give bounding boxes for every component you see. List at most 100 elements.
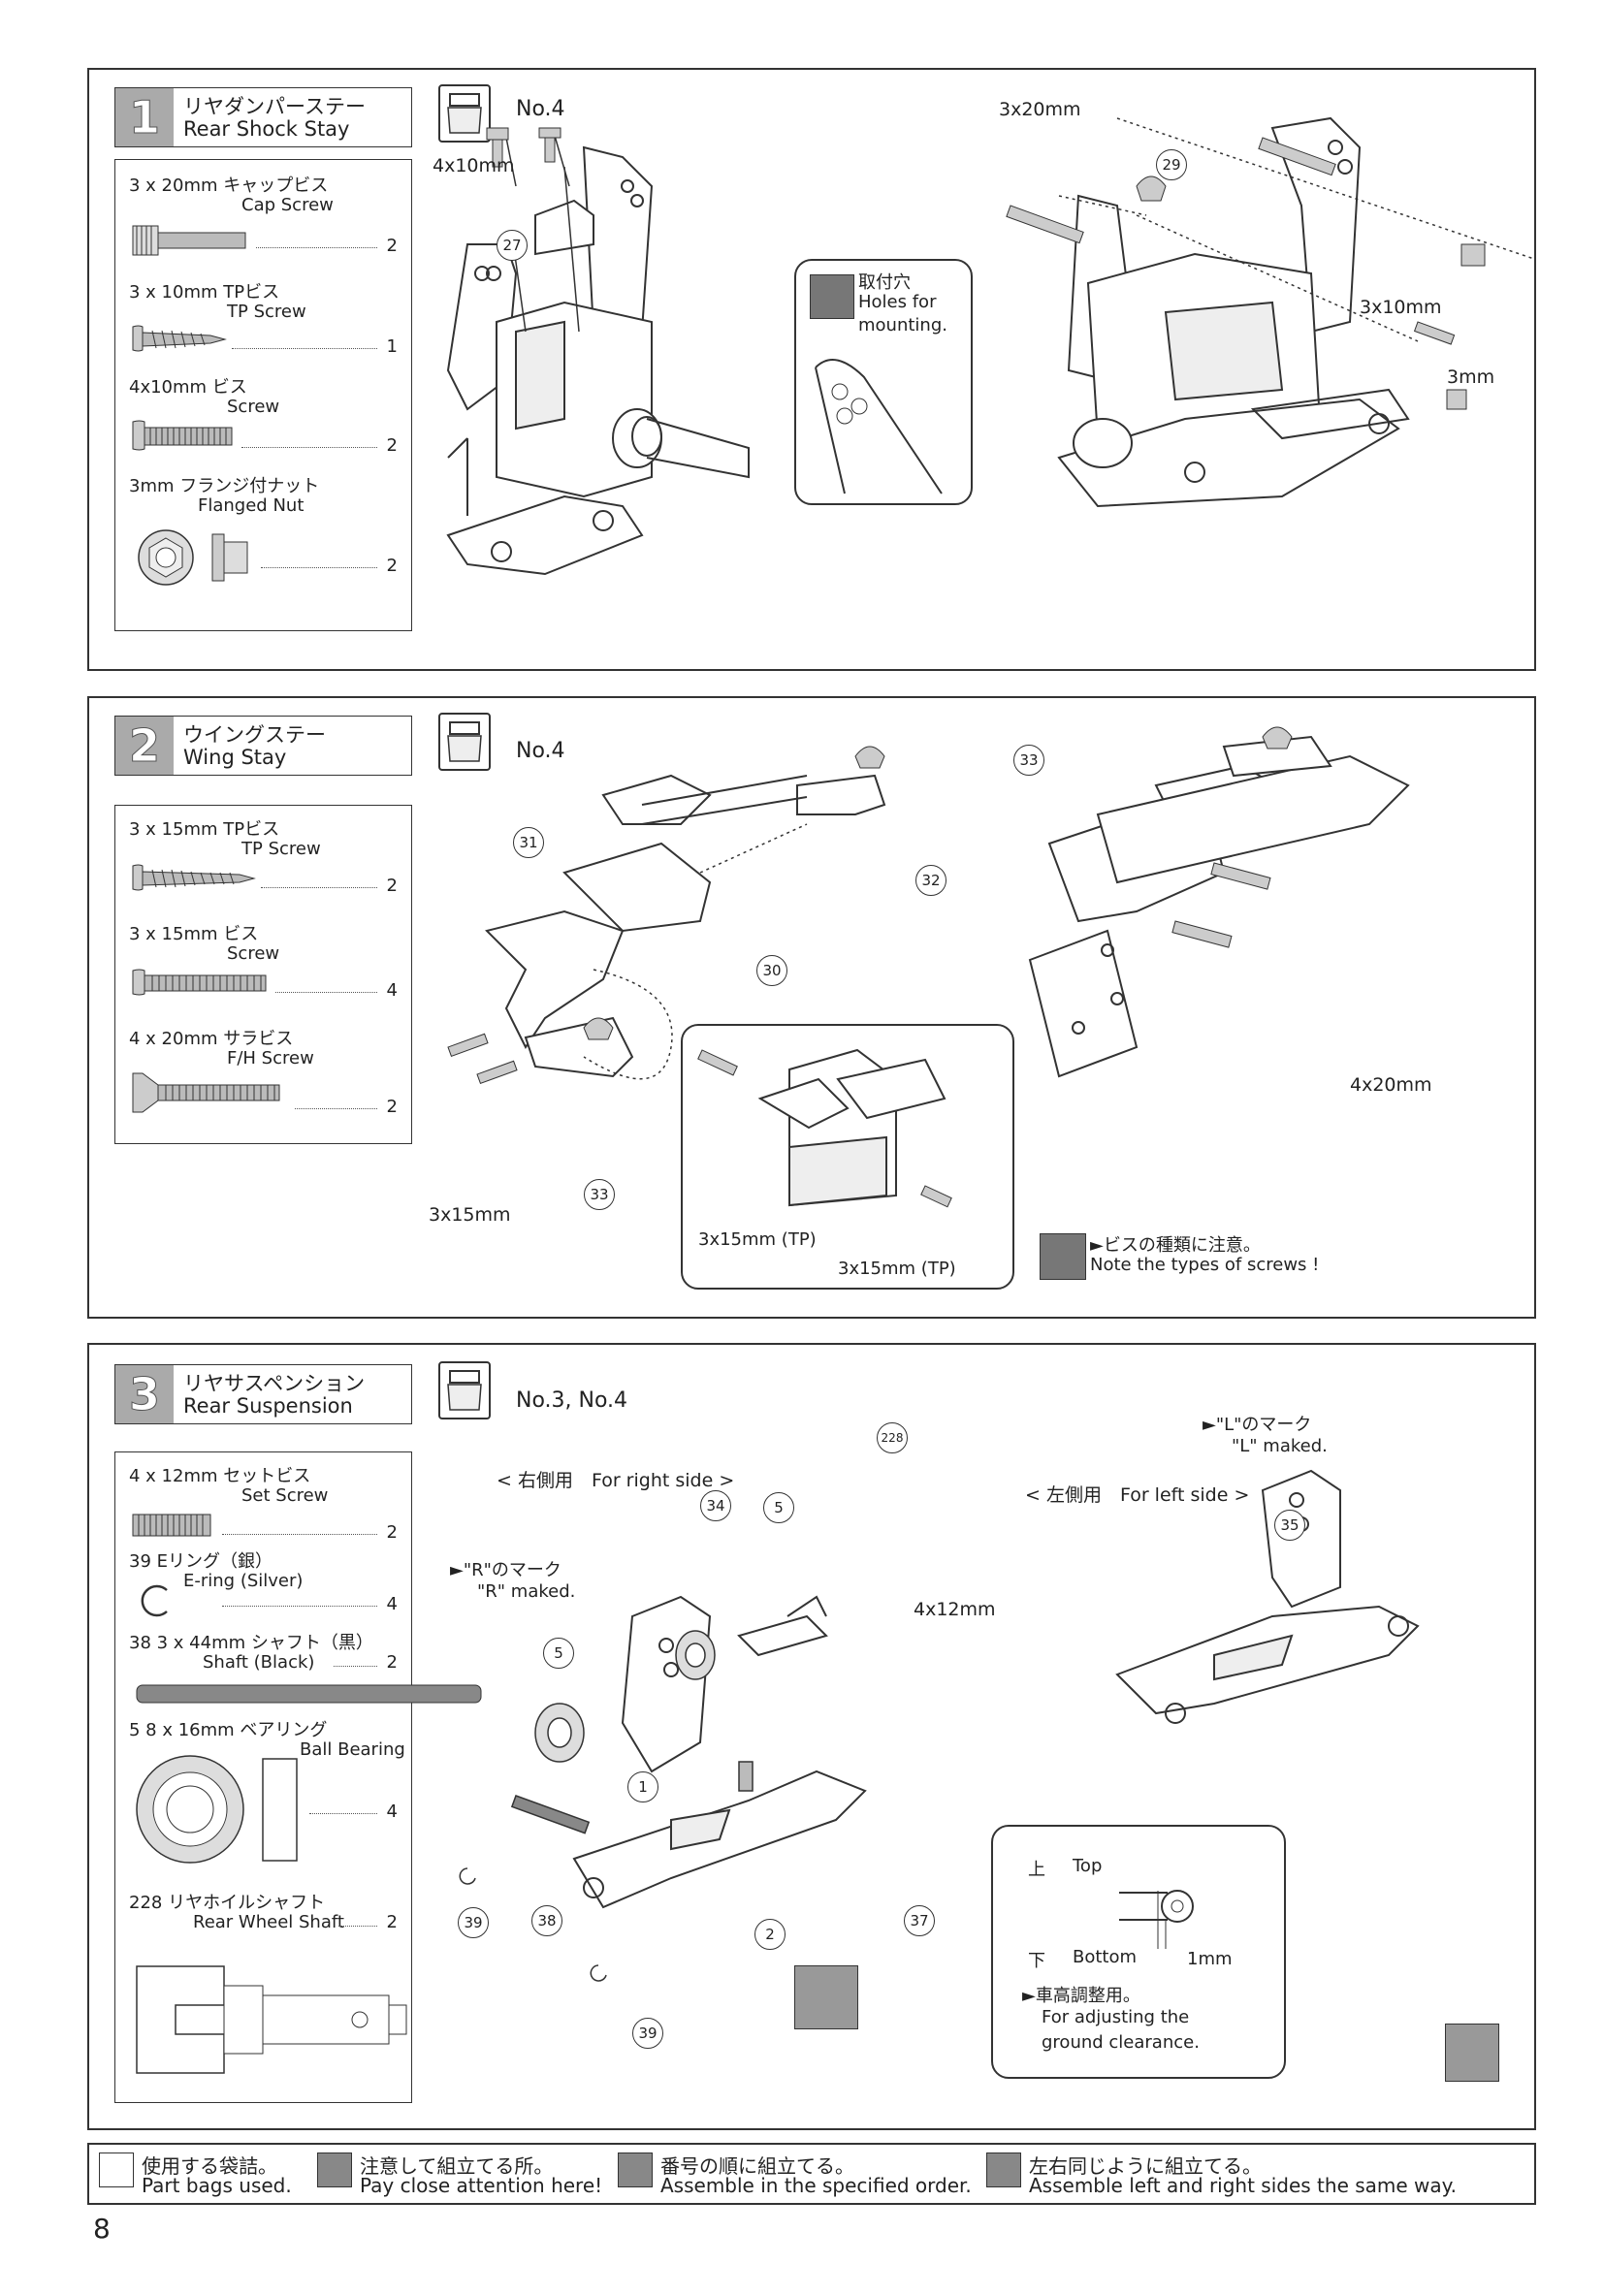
screw-icon bbox=[132, 420, 233, 451]
holes-detail-box: 取付穴 Holes for mounting. bbox=[794, 259, 973, 505]
label-3x20mm: 3x20mm bbox=[999, 99, 1081, 120]
part-name-en: Screw bbox=[227, 397, 280, 417]
step1-number: 1 bbox=[115, 88, 174, 146]
rear-suspension-drawing-left-side bbox=[1115, 1469, 1420, 1724]
part-name-en: TP Screw bbox=[227, 302, 306, 322]
screw-types-detail-box: 3x15mm (TP) 3x15mm (TP) bbox=[681, 1024, 1014, 1290]
step3-title-jp: リヤサスペンション bbox=[183, 1372, 366, 1395]
label-3x15mm-tp-1: 3x15mm (TP) bbox=[698, 1229, 817, 1250]
part-name-en: Ball Bearing bbox=[300, 1739, 405, 1760]
part-name-jp: 38 3 x 44mm シャフト（黒） bbox=[129, 1633, 373, 1653]
attention-hand-icon bbox=[1040, 1233, 1086, 1280]
callout-29: 29 bbox=[1156, 149, 1187, 180]
callout-27: 27 bbox=[497, 230, 528, 261]
callout-35: 35 bbox=[1274, 1510, 1305, 1541]
label-4x10mm: 4x10mm bbox=[433, 155, 515, 176]
step3-bag-label: No.3, No.4 bbox=[516, 1388, 628, 1413]
holes-label-en1: Holes for bbox=[858, 292, 937, 312]
step3-panel: 3 リヤサスペンション Rear Suspension No.3, No.4 4… bbox=[87, 1343, 1536, 2130]
leader-dots bbox=[261, 887, 377, 888]
part-name-jp: 4x10mm ビス bbox=[129, 377, 247, 398]
ball-bearing-icon bbox=[136, 1755, 298, 1864]
part-name-en: TP Screw bbox=[241, 839, 321, 859]
rear-suspension-drawing-right-side bbox=[459, 1595, 867, 1982]
part-name-en: E-ring (Silver) bbox=[183, 1571, 304, 1591]
step2-number: 2 bbox=[115, 717, 174, 775]
part-name-en: Rear Wheel Shaft bbox=[193, 1912, 344, 1932]
leader-dots bbox=[222, 1606, 377, 1607]
callout-37: 37 bbox=[904, 1905, 935, 1936]
leader-dots bbox=[232, 348, 377, 349]
order-icon bbox=[794, 1965, 858, 2029]
step1-panel: 1 リヤダンパーステー Rear Shock Stay No.4 3 x 20m… bbox=[87, 68, 1536, 671]
legend-en: Pay close attention here! bbox=[360, 2174, 603, 2197]
bag-icon bbox=[438, 1361, 491, 1419]
part-name-en: Screw bbox=[227, 943, 280, 964]
wing-stay-drawing-left bbox=[447, 746, 886, 1085]
part-qty: 4 bbox=[386, 1802, 398, 1822]
part-name-en: Flanged Nut bbox=[198, 495, 305, 516]
step1-title-en: Rear Shock Stay bbox=[183, 117, 350, 141]
bag-icon bbox=[438, 84, 491, 143]
callout-31: 31 bbox=[513, 827, 544, 858]
legend-bar: 使用する袋詰。 Part bags used. 注意して組立てる所。 Pay c… bbox=[87, 2143, 1536, 2205]
callout-34: 34 bbox=[700, 1490, 731, 1521]
part-qty: 4 bbox=[386, 980, 398, 1001]
hole-detail-icon bbox=[815, 359, 943, 494]
label-3x15mm: 3x15mm bbox=[429, 1204, 511, 1226]
detail-bottom-en: Bottom bbox=[1073, 1947, 1138, 1967]
part-name-en: Set Screw bbox=[241, 1485, 329, 1506]
e-ring-icon bbox=[141, 1584, 168, 1617]
part-name-jp: 3 x 15mm TPビス bbox=[129, 819, 280, 840]
callout-38: 38 bbox=[531, 1905, 562, 1936]
callout-5-top: 5 bbox=[763, 1492, 794, 1523]
hand-icon bbox=[317, 2152, 352, 2187]
flat-head-screw-icon bbox=[132, 1072, 280, 1113]
leader-dots bbox=[275, 992, 377, 993]
callout-39-left: 39 bbox=[458, 1907, 489, 1938]
detail-note-jp: ►車高調整用。 bbox=[1022, 1986, 1140, 2006]
holes-label-en2: mounting. bbox=[858, 315, 947, 335]
step2-bag-label: No.4 bbox=[516, 739, 565, 763]
callout-228: 228 bbox=[877, 1422, 908, 1453]
part-qty: 2 bbox=[386, 1097, 398, 1117]
leader-dots bbox=[222, 1534, 377, 1535]
shaft-icon bbox=[136, 1684, 482, 1704]
tp-screw-icon bbox=[132, 325, 227, 352]
part-name-jp: 228 リヤホイルシャフト bbox=[129, 1893, 326, 1913]
part-qty: 1 bbox=[386, 336, 398, 357]
hand-icon bbox=[810, 274, 854, 319]
rear-wheel-shaft-icon bbox=[136, 1965, 407, 2074]
holes-label-jp: 取付穴 bbox=[858, 272, 911, 293]
leader-dots bbox=[309, 1813, 377, 1814]
part-name-jp: 4 x 12mm セットビス bbox=[129, 1466, 311, 1486]
step3-number: 3 bbox=[115, 1365, 174, 1423]
left-right-icon bbox=[1445, 2024, 1499, 2082]
set-screw-icon bbox=[132, 1514, 211, 1537]
step2-title-en: Wing Stay bbox=[183, 746, 287, 769]
detail-note-en1: For adjusting the bbox=[1042, 2007, 1190, 2027]
callout-30: 30 bbox=[756, 955, 787, 986]
label-3mm: 3mm bbox=[1447, 367, 1495, 388]
callout-33-bottom: 33 bbox=[584, 1179, 615, 1210]
ground-clearance-detail-box: 上 Top 下 Bottom 1mm ►車高調整用。 For adjusting… bbox=[991, 1825, 1286, 2079]
detail-top-jp: 上 bbox=[1028, 1860, 1045, 1880]
part-qty: 2 bbox=[386, 1912, 398, 1932]
leader-dots bbox=[338, 1926, 377, 1927]
step3-header: 3 リヤサスペンション Rear Suspension bbox=[114, 1364, 412, 1424]
legend-en: Part bags used. bbox=[142, 2174, 292, 2197]
step2-parts-list: 3 x 15mm TPビス TP Screw 2 3 x 15mm ビス Scr… bbox=[114, 805, 412, 1144]
part-qty: 4 bbox=[386, 1594, 398, 1614]
label-3x15mm-tp-2: 3x15mm (TP) bbox=[838, 1259, 956, 1279]
detail-1mm: 1mm bbox=[1187, 1949, 1233, 1969]
part-qty: 2 bbox=[386, 556, 398, 576]
detail-top-en: Top bbox=[1073, 1856, 1103, 1876]
part-name-jp: 4 x 20mm サラビス bbox=[129, 1029, 294, 1049]
part-qty: 2 bbox=[386, 876, 398, 896]
note-screw-types-en: Note the types of screws ! bbox=[1090, 1255, 1320, 1275]
callout-5-left: 5 bbox=[543, 1638, 574, 1669]
page-number: 8 bbox=[93, 2213, 111, 2245]
r-mark-jp: ►"R"のマーク bbox=[450, 1560, 561, 1580]
part-name-en: F/H Screw bbox=[227, 1048, 314, 1068]
part-name-jp: 5 8 x 16mm ベアリング bbox=[129, 1720, 328, 1740]
